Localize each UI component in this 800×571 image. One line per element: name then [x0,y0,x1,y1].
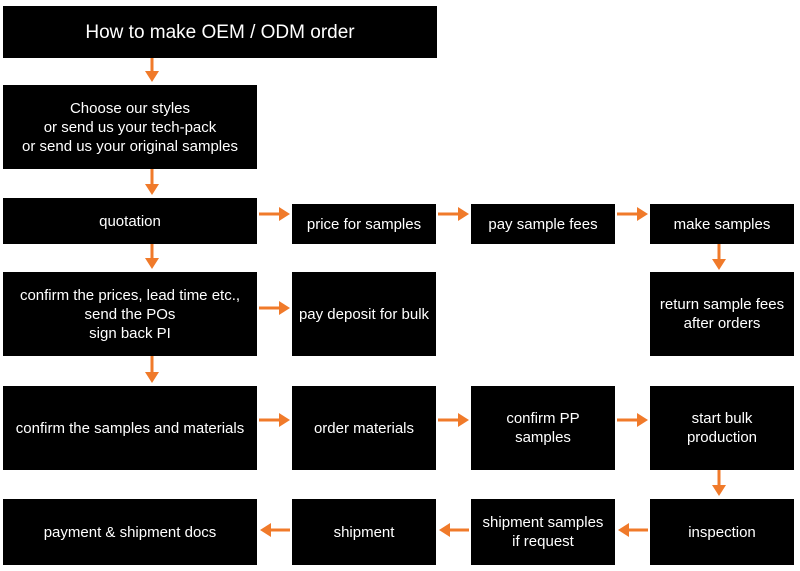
confirm-prices-box: confirm the prices, lead time etc., send… [3,272,257,356]
choose-styles-box: Choose our styles or send us your tech-p… [3,85,257,169]
arrow-shipment-to-payment-docs [260,523,290,537]
shipment-text: shipment [333,523,395,541]
price-for-samples-box: price for samples [292,204,436,244]
choose-styles-text: Choose our styles or send us your tech-p… [22,99,238,155]
price-for-samples-text: price for samples [306,215,422,233]
pay-deposit-box: pay deposit for bulk [292,272,436,356]
payment-shipment-docs-box: payment & shipment docs [3,499,257,565]
confirm-samples-materials-box: confirm the samples and materials [3,386,257,470]
arrow-start-bulk-to-inspection [712,470,726,496]
arrow-quotation-to-price [259,207,290,221]
confirm-pp-samples-box: confirm PP samples [471,386,615,470]
shipment-box: shipment [292,499,436,565]
arrow-inspection-to-shipment-samples [618,523,648,537]
arrow-order-materials-to-confirm-pp [438,413,469,427]
arrow-pay-fees-to-make-samples [617,207,648,221]
arrow-price-to-pay-fees [438,207,469,221]
shipment-samples-text: shipment samples if request [482,514,604,550]
arrow-make-samples-to-return-fees [712,244,726,270]
arrow-confirm-prices-to-deposit [259,301,290,315]
arrow-title-to-choose [145,58,159,82]
confirm-prices-text: confirm the prices, lead time etc., send… [19,286,241,342]
arrow-choose-to-quotation [145,169,159,195]
confirm-pp-samples-text: confirm PP samples [506,410,580,446]
arrow-shipment-samples-to-shipment [439,523,469,537]
arrow-confirm-prices-to-confirm-samples [145,356,159,383]
pay-deposit-text: pay deposit for bulk [298,305,430,323]
return-sample-fees-box: return sample fees after orders [650,272,794,356]
start-bulk-production-text: start bulk production [686,410,758,446]
return-sample-fees-text: return sample fees after orders [659,296,785,332]
confirm-samples-materials-text: confirm the samples and materials [15,419,245,437]
make-samples-text: make samples [673,215,771,233]
make-samples-box: make samples [650,204,794,244]
order-materials-text: order materials [313,419,415,437]
quotation-text: quotation [99,212,161,230]
shipment-samples-box: shipment samples if request [471,499,615,565]
pay-sample-fees-text: pay sample fees [488,215,598,233]
payment-shipment-docs-text: payment & shipment docs [43,523,217,541]
order-materials-box: order materials [292,386,436,470]
title-box: How to make OEM / ODM order [3,6,437,58]
start-bulk-production-box: start bulk production [650,386,794,470]
inspection-box: inspection [650,499,794,565]
arrow-confirm-samples-to-order-materials [259,413,290,427]
pay-sample-fees-box: pay sample fees [471,204,615,244]
arrow-confirm-pp-to-start-bulk [617,413,648,427]
arrow-quotation-to-confirm-prices [145,244,159,269]
inspection-text: inspection [688,523,756,541]
quotation-box: quotation [3,198,257,244]
title-text: How to make OEM / ODM order [85,21,355,43]
